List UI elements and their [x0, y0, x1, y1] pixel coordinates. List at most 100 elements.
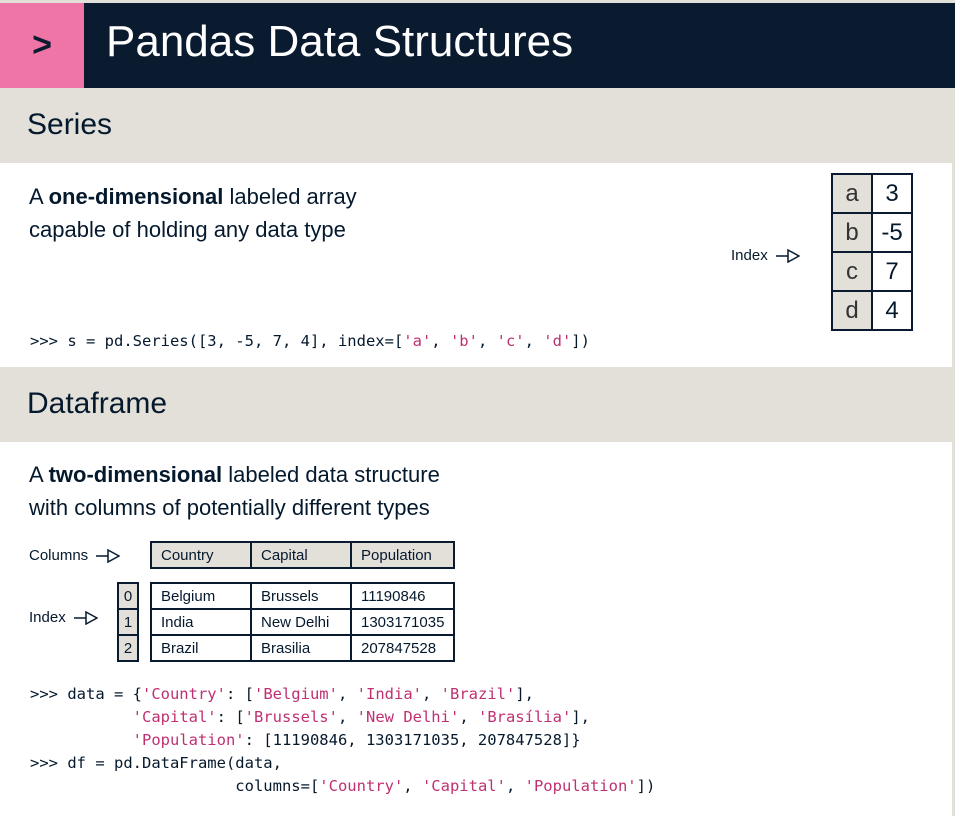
prompt-glyph: >	[32, 26, 52, 64]
column-header: Country	[150, 541, 252, 569]
series-value-cell: -5	[871, 212, 913, 253]
code-text: ,	[524, 332, 544, 350]
series-value-cell: 7	[871, 251, 913, 292]
code-string: 'Population'	[524, 777, 637, 795]
desc-text: A	[29, 184, 49, 209]
table-cell: 207847528	[350, 634, 455, 662]
code-text	[30, 731, 133, 749]
desc-text: labeled data structure	[222, 462, 440, 487]
series-code: >>> s = pd.Series([3, -5, 7, 4], index=[…	[30, 330, 590, 353]
code-string: 'Capital'	[132, 708, 217, 726]
column-header: Population	[350, 541, 455, 569]
code-text: : [	[216, 708, 245, 726]
dataframe-code: >>> data = {'Country': ['Belgium', 'Indi…	[30, 683, 655, 798]
code-text: ])	[636, 777, 656, 795]
index-row: 2	[117, 634, 139, 662]
code-text: ,	[505, 777, 525, 795]
table-cell: Brasilia	[250, 634, 352, 662]
table-cell: Belgium	[150, 582, 252, 610]
code-string: 'India'	[356, 685, 422, 703]
series-row: b-5	[831, 212, 913, 253]
header: > Pandas Data Structures	[0, 3, 955, 88]
dataframe-section-header: Dataframe	[0, 367, 955, 442]
code-string: 'c'	[496, 332, 525, 350]
code-string: 'Population'	[132, 731, 245, 749]
table-cell: 11190846	[350, 582, 455, 610]
arrow-right-icon	[73, 610, 98, 625]
dataframe-heading: Dataframe	[27, 387, 168, 420]
code-string: 'Country'	[319, 777, 404, 795]
code-text: >>> s = pd.Series([3, -5, 7, 4], index=[	[30, 332, 404, 350]
index-row: 0	[117, 582, 139, 610]
code-line: >>> s = pd.Series([3, -5, 7, 4], index=[…	[30, 330, 590, 353]
desc-text: with columns of potentially different ty…	[29, 495, 430, 520]
table-cell: 1303171035	[350, 608, 455, 636]
code-text: columns=[	[30, 777, 320, 795]
series-value-cell: 4	[871, 290, 913, 331]
code-line: 'Population': [11190846, 1303171035, 207…	[30, 729, 655, 752]
arrow-right-icon	[775, 248, 800, 263]
code-text: ])	[571, 332, 590, 350]
table-cell: Brussels	[250, 582, 352, 610]
code-string: 'Belgium'	[253, 685, 338, 703]
code-line: columns=['Country', 'Capital', 'Populati…	[30, 775, 655, 798]
series-index-cell: a	[831, 173, 873, 214]
table-cell: India	[150, 608, 252, 636]
desc-text: A	[29, 462, 49, 487]
series-index-cell: c	[831, 251, 873, 292]
series-section-header: Series	[0, 88, 955, 163]
code-string: 'Country'	[141, 685, 226, 703]
desc-text: labeled array	[223, 184, 357, 209]
code-string: 'd'	[543, 332, 572, 350]
code-line: >>> data = {'Country': ['Belgium', 'Indi…	[30, 683, 655, 706]
code-text: : [11190846, 1303171035, 207847528]}	[244, 731, 581, 749]
code-text: : [	[225, 685, 254, 703]
code-text: ,	[459, 708, 478, 726]
code-text: ,	[337, 708, 357, 726]
series-index-cell: d	[831, 290, 873, 331]
series-description: A one-dimensional labeled array capable …	[29, 180, 357, 246]
code-string: 'Brussels'	[244, 708, 338, 726]
desc-bold: two-dimensional	[48, 462, 223, 487]
code-text: ,	[421, 685, 441, 703]
desc-text: capable of holding any data type	[29, 217, 346, 242]
code-text: ,	[403, 777, 422, 795]
code-text: >>> data = {	[30, 685, 142, 703]
code-string: 'b'	[449, 332, 478, 350]
index-cell: 2	[117, 634, 139, 662]
page-title: Pandas Data Structures	[106, 17, 574, 66]
dataframe-index-label: Index	[29, 609, 98, 626]
arrow-right-icon	[96, 548, 121, 563]
column-header: Capital	[250, 541, 352, 569]
code-text: ,	[477, 332, 497, 350]
code-text: ],	[515, 685, 534, 703]
index-row: 1	[117, 608, 139, 636]
index-cell: 0	[117, 582, 139, 610]
chevron-right-icon: >	[0, 3, 84, 88]
code-string: 'New Delhi'	[356, 708, 460, 726]
code-text	[30, 708, 133, 726]
code-string: 'a'	[403, 332, 432, 350]
table-cell: Brazil	[150, 634, 252, 662]
code-text: ],	[571, 708, 590, 726]
series-index-cell: b	[831, 212, 873, 253]
index-label-text: Index	[731, 247, 768, 264]
series-value-cell: 3	[871, 173, 913, 214]
desc-bold: one-dimensional	[48, 184, 224, 209]
series-index-label: Index	[731, 247, 800, 264]
table-cell: New Delhi	[250, 608, 352, 636]
index-cell: 1	[117, 608, 139, 636]
code-line: >>> df = pd.DataFrame(data,	[30, 752, 655, 775]
code-string: 'Capital'	[421, 777, 506, 795]
code-string: 'Brasília'	[477, 708, 572, 726]
index-label-text: Index	[29, 609, 66, 626]
code-text: ,	[431, 332, 450, 350]
dataframe-description: A two-dimensional labeled data structure…	[29, 458, 440, 524]
